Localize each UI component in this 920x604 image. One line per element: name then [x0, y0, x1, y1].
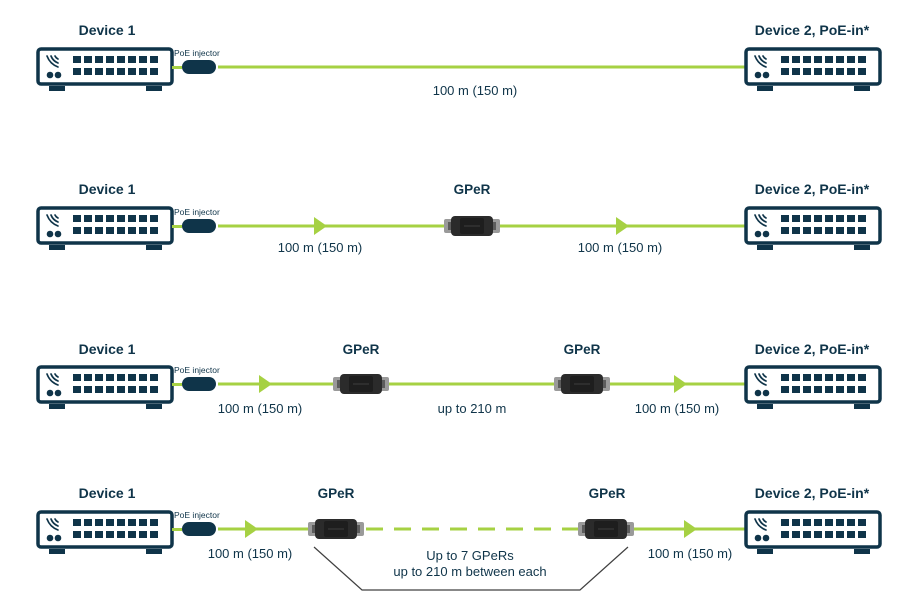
segment-distance-label: 100 m (150 m): [208, 546, 293, 561]
row-4: Device 1 PoE injector GPeR GPeR Device 2…: [38, 485, 880, 591]
device-1-title: Device 1: [79, 341, 136, 357]
triangle-arrow-icon: [684, 520, 697, 538]
triangle-arrow-icon: [674, 375, 687, 393]
network-switch-icon: [746, 208, 880, 250]
device-2-title: Device 2, PoE-in*: [755, 181, 870, 197]
network-switch-icon: [38, 512, 172, 554]
gper-chain-bracket: [313, 546, 629, 591]
gper-title: GPeR: [454, 182, 491, 197]
triangle-arrow-icon: [245, 520, 258, 538]
network-switch-icon: [38, 367, 172, 409]
poe-injector-icon: [182, 377, 216, 391]
device-2-title: Device 2, PoE-in*: [755, 485, 870, 501]
device-1-title: Device 1: [79, 181, 136, 197]
poe-injector-label: PoE injector: [174, 365, 220, 375]
network-switch-icon: [746, 512, 880, 554]
row-2: Device 1 PoE injector GPeR Device 2, PoE…: [38, 181, 880, 255]
poe-injector-icon: [182, 60, 216, 74]
patch-cable: [172, 528, 182, 531]
gper-chain-note-line-2: up to 210 m between each: [393, 564, 546, 579]
segment-distance-label: 100 m (150 m): [433, 83, 518, 98]
gper-extender-icon: [577, 518, 635, 540]
gper-title: GPeR: [318, 486, 355, 501]
gper-extender-icon: [443, 215, 501, 237]
triangle-arrow-icon: [259, 375, 272, 393]
patch-cable: [172, 66, 182, 69]
triangle-arrow-icon: [616, 217, 629, 235]
gper-title: GPeR: [589, 486, 626, 501]
row-3: Device 1 PoE injector GPeR GPeR Device 2…: [38, 341, 880, 416]
poe-injector-icon: [182, 219, 216, 233]
network-switch-icon: [746, 367, 880, 409]
gper-chain-note-line-1: Up to 7 GPeRs: [426, 548, 514, 563]
patch-cable: [172, 225, 182, 228]
device-2-title: Device 2, PoE-in*: [755, 22, 870, 38]
gper-extender-icon: [553, 373, 611, 395]
device-1-title: Device 1: [79, 485, 136, 501]
device-2-title: Device 2, PoE-in*: [755, 341, 870, 357]
segment-distance-label: up to 210 m: [438, 401, 507, 416]
gper-extender-icon: [307, 518, 365, 540]
network-switch-icon: [38, 49, 172, 91]
poe-injector-icon: [182, 522, 216, 536]
segment-distance-label: 100 m (150 m): [278, 240, 363, 255]
poe-injector-label: PoE injector: [174, 207, 220, 217]
poe-injector-label: PoE injector: [174, 510, 220, 520]
patch-cable: [172, 383, 182, 386]
device-1-title: Device 1: [79, 22, 136, 38]
gper-title: GPeR: [343, 342, 380, 357]
segment-distance-label: 100 m (150 m): [578, 240, 663, 255]
row-1: Device 1 PoE injector Device 2, PoE-in* …: [38, 22, 880, 98]
gper-title: GPeR: [564, 342, 601, 357]
network-switch-icon: [746, 49, 880, 91]
segment-distance-label: 100 m (150 m): [635, 401, 720, 416]
segment-distance-label: 100 m (150 m): [218, 401, 303, 416]
gper-extender-icon: [332, 373, 390, 395]
network-switch-icon: [38, 208, 172, 250]
triangle-arrow-icon: [314, 217, 327, 235]
poe-injector-label: PoE injector: [174, 48, 220, 58]
segment-distance-label: 100 m (150 m): [648, 546, 733, 561]
